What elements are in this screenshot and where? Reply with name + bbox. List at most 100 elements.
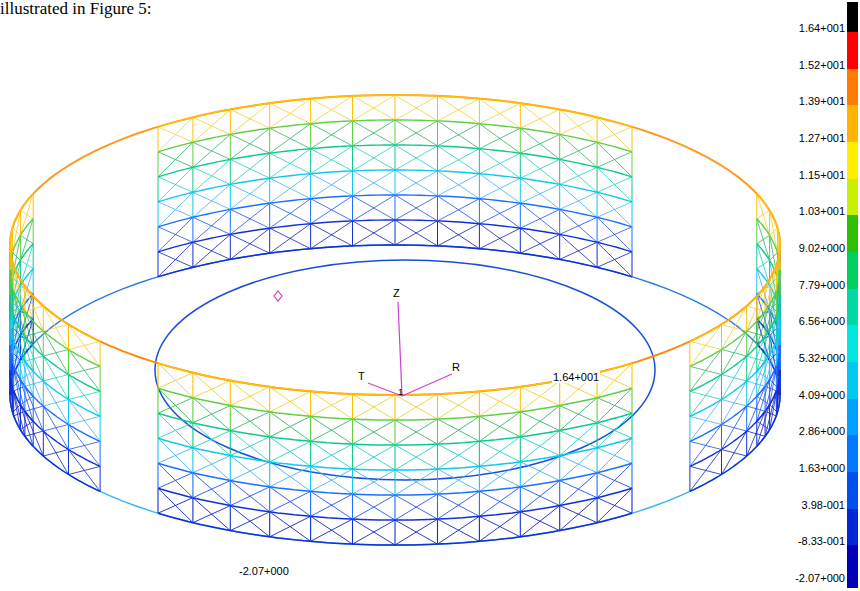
mesh-diagonal [69,400,101,442]
mesh-diagonal [747,331,765,336]
mesh-stringer [632,252,633,277]
mesh-stringer [43,381,44,406]
mesh-stringer [192,373,193,398]
mesh-stringer [192,498,193,523]
mesh-stringer [437,221,438,246]
mesh-diagonal [438,441,480,469]
mesh-diagonal [311,441,353,469]
mesh-diagonal [520,387,559,406]
mesh-diagonal [353,96,396,120]
mesh-stringer [520,437,521,462]
mesh-stringer [43,406,44,431]
mesh-stringer [100,341,101,366]
mesh-diagonal [722,406,747,450]
mesh-diagonal [690,350,722,392]
colorbar-value: 9.02+000 [799,242,845,254]
colorbar-swatch [847,289,858,326]
mesh-diagonal [722,425,747,432]
mesh-stringer [43,431,44,456]
mesh-stringer [269,487,270,512]
mesh-diagonal [757,244,770,286]
mesh-diagonal [69,450,101,492]
mesh-stringer [780,270,781,295]
mesh-diagonal [560,234,597,267]
mesh-stringer [437,494,438,519]
mesh-diagonal [747,306,765,311]
mesh-diagonal [395,470,438,494]
mesh-diagonal [770,253,778,261]
mesh-stringer [597,142,598,167]
mesh-diagonal [69,425,101,467]
mesh-diagonal [597,398,632,414]
mesh-stringer [479,516,480,541]
mesh-stringer [43,306,44,331]
mesh-stringer [100,441,101,466]
mesh-diagonal [311,491,353,519]
mesh-diagonal [747,406,765,411]
mesh-diagonal [690,450,722,492]
mesh-stringer [157,463,158,488]
mesh-stringer [20,235,21,260]
plot-annotation: T [358,370,365,382]
mesh-diagonal [597,152,632,168]
mesh-diagonal [560,506,597,523]
mesh-stringer [746,306,747,331]
mesh-stringer [192,192,193,217]
mesh-diagonal [479,228,520,249]
mesh-stringer [765,286,766,311]
mesh-stringer [780,270,781,295]
mesh-diagonal [520,134,559,153]
mesh-diagonal [479,391,520,412]
mesh-diagonal [597,252,632,267]
mesh-ring [690,370,780,466]
mesh-diagonal [690,325,722,367]
mesh-diagonal [690,391,722,399]
mesh-stringer [721,450,722,475]
mesh-diagonal [43,431,68,475]
plot-annotation: 1 [398,388,403,398]
mesh-stringer [230,456,231,481]
mesh-stringer [689,391,690,416]
mesh-diagonal [353,519,396,545]
mesh-diagonal [311,96,353,124]
mesh-diagonal [690,425,722,467]
mesh-stringer [68,425,69,450]
colorbar-value: -2.07+000 [795,572,845,584]
colorbar-swatch [847,325,858,362]
mesh-stringer [597,117,598,142]
mesh-diagonal [560,167,597,184]
colorbar-swatch [847,32,858,69]
mesh-stringer [437,121,438,146]
mesh-diagonal [311,146,353,174]
mesh-diagonal [395,419,438,445]
mesh-diagonal [353,395,396,419]
mesh-diagonal [520,512,559,531]
mesh-diagonal [353,171,396,195]
colorbar-swatch [847,435,858,472]
mesh-diagonal [520,437,559,456]
top-rim [10,245,780,395]
mesh-diagonal [395,445,438,469]
mesh-stringer [520,462,521,487]
mesh-stringer [10,270,11,295]
mesh-diagonal [395,121,438,145]
mesh-diagonal [690,341,722,349]
mesh-diagonal [479,178,520,199]
mesh-stringer [24,311,25,336]
inner-ring [155,260,655,480]
mesh-stringer [756,219,757,244]
mesh-stringer [13,366,14,391]
mesh-stringer [10,370,11,395]
mesh-diagonal [395,444,438,470]
mesh-stringer [68,375,69,400]
mesh-diagonal [438,516,480,544]
mesh-stringer [24,386,25,411]
mesh-ring [158,363,632,395]
mesh-stringer [765,336,766,361]
mesh-stringer [158,252,159,277]
mesh-stringer [158,127,159,152]
mesh-stringer [520,412,521,437]
colorbar-swatch [847,142,858,179]
mesh-stringer [20,310,21,335]
mesh-diagonal [353,495,396,519]
